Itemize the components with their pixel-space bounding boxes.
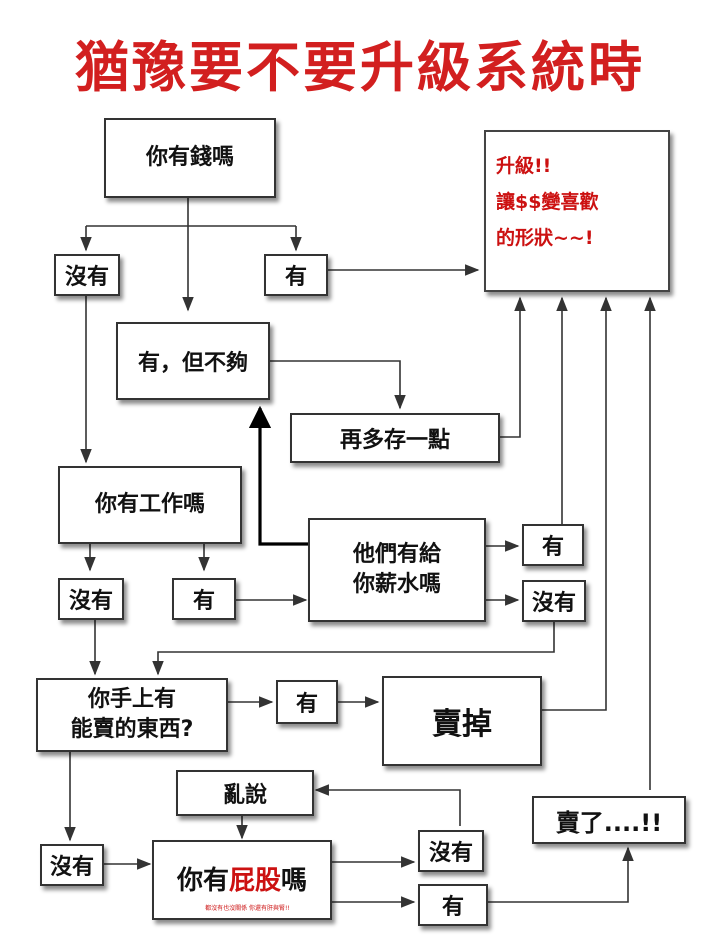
liver-kidney-note: 都沒有也沒關係 你還有肝與腎!! — [205, 905, 290, 912]
answer-job-no: 沒有 — [58, 578, 124, 620]
connector — [488, 846, 634, 903]
answer-job-yes: 有 — [172, 578, 236, 620]
sold-box: 賣了....!! — [532, 796, 686, 844]
result-line-3: 的形狀~~! — [496, 227, 594, 249]
connector — [500, 296, 526, 438]
result-line-2: 讓$$變喜歡 — [496, 191, 599, 213]
question-have-job: 你有工作嗎 — [58, 466, 242, 544]
connector — [314, 784, 461, 826]
sell-it-box: 賣掉 — [382, 676, 542, 766]
question-sellable-items: 你手上有 能賣的東西? — [36, 678, 228, 752]
connector — [542, 296, 612, 711]
connector-back-to-not-enough — [248, 405, 308, 546]
answer-sell-no: 沒有 — [40, 844, 104, 886]
result-upgrade: 升級!! 讓$$變喜歡 的形狀~~! — [484, 130, 670, 292]
answer-money-no: 沒有 — [54, 254, 120, 296]
save-more-box: 再多存一點 — [290, 413, 500, 463]
answer-salary-no: 沒有 — [522, 580, 586, 622]
butt-question-prefix: 你有 — [176, 866, 229, 896]
butt-question-highlight: 屁股 — [228, 866, 281, 896]
question-have-butt: 你有屁股嗎 — [152, 840, 332, 920]
answer-money-yes: 有 — [264, 254, 328, 296]
result-line-1: 升級!! — [496, 155, 552, 177]
answer-butt-yes: 有 — [418, 884, 488, 926]
answer-salary-yes: 有 — [522, 524, 584, 566]
question-paid-salary: 他們有給 你薪水嗎 — [308, 518, 486, 622]
question-have-money: 你有錢嗎 — [104, 118, 276, 198]
connector — [270, 360, 406, 410]
nonsense-box: 亂說 — [176, 770, 314, 816]
butt-question-suffix: 嗎 — [281, 866, 308, 896]
answer-butt-no: 沒有 — [418, 830, 484, 872]
connector — [152, 622, 555, 676]
answer-money-not-enough: 有，但不夠 — [116, 322, 270, 400]
page-title: 猶豫要不要升級系統時 — [75, 36, 645, 99]
answer-sell-yes: 有 — [276, 680, 338, 724]
